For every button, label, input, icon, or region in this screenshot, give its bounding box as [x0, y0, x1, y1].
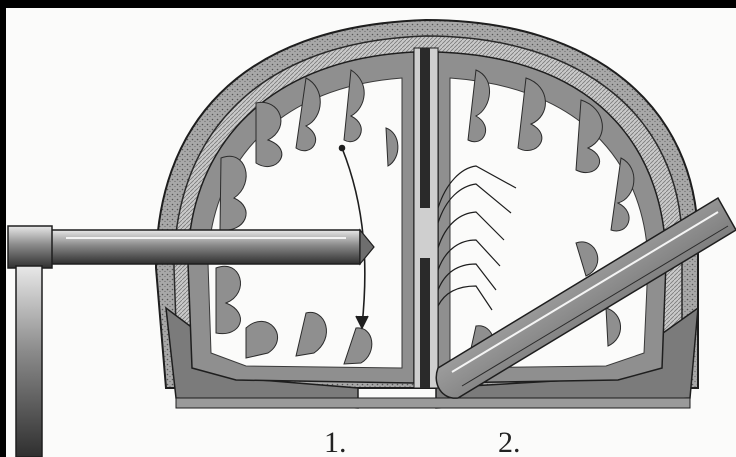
engraving-canvas: 1. 2.: [6, 8, 736, 457]
figure-label-2: 2.: [498, 428, 521, 457]
midline-falx: [414, 48, 438, 388]
brain-section-engraving: [6, 8, 736, 457]
figure-label-1: 1.: [324, 428, 347, 457]
